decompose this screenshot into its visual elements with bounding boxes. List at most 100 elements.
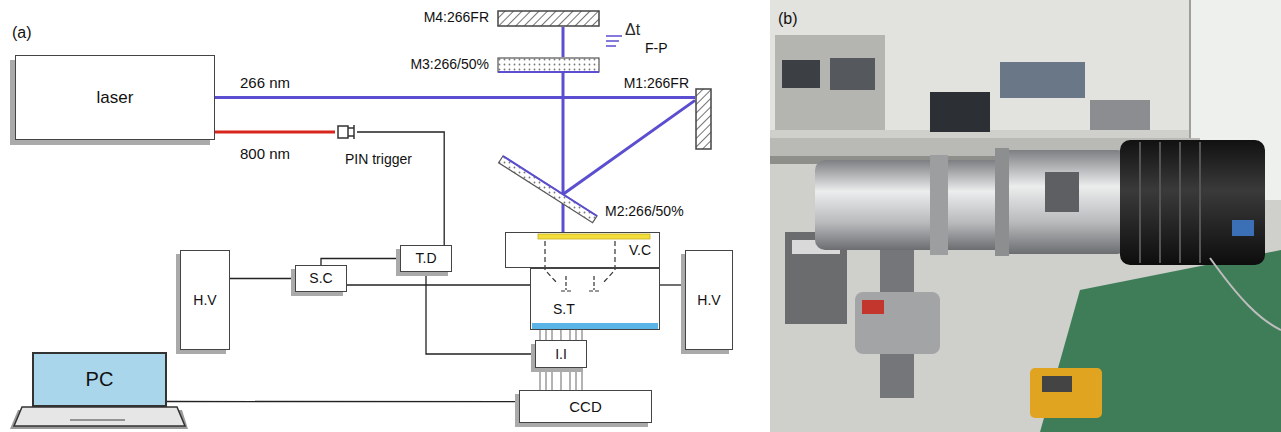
- delay-symbol: [606, 45, 616, 47]
- lab-photo: [1159, 142, 1161, 263]
- beam-splitter-shape: [498, 58, 599, 72]
- high-voltage-box: H.V: [685, 250, 733, 350]
- lab-photo: [775, 35, 885, 130]
- wavelength-label: 266 nm: [240, 74, 290, 91]
- lab-photo: [1090, 100, 1150, 130]
- node-label: M3:266/50%: [410, 56, 489, 72]
- etalon-label: F-P: [645, 40, 668, 56]
- panel-label: (a): [12, 24, 32, 42]
- pin-photodiode: PIN trigger: [335, 121, 357, 143]
- data-cable: [167, 401, 519, 402]
- node-label: M4:266FR: [424, 9, 489, 25]
- wavelength-label: 800 nm: [240, 145, 290, 162]
- beam-splitter-shape: [498, 71, 599, 73]
- lab-photo: [1030, 368, 1102, 418]
- laser-box: laser: [15, 55, 215, 140]
- fiber-coupling: [581, 368, 582, 390]
- streak-tube-drawing: [532, 323, 658, 329]
- trigger-beam: [215, 131, 335, 134]
- fiber-coupling: [545, 368, 546, 390]
- high-voltage-box: H.V: [180, 250, 230, 350]
- laser-beam: [562, 27, 565, 57]
- mirror: M4:266FR: [497, 10, 600, 27]
- node-label: S.C: [309, 270, 332, 286]
- laser-beam: [563, 100, 695, 194]
- delay-label: Δt: [625, 21, 640, 39]
- lab-photo: [815, 160, 1005, 250]
- lab-photo: [1042, 376, 1072, 392]
- node-label: T.D: [416, 250, 437, 266]
- laser-beam: [215, 96, 695, 99]
- beam-splitter-shape: [499, 156, 597, 223]
- node-label: H.V: [697, 292, 720, 308]
- streak-tube-drawing: [561, 276, 599, 291]
- signal-wire: [347, 284, 530, 285]
- fiber-coupling: [569, 368, 570, 390]
- node-label: PC: [86, 368, 114, 391]
- node-label: laser: [97, 88, 134, 108]
- lab-photo: [1000, 150, 1125, 254]
- fiber-coupling: [569, 330, 570, 340]
- fiber-coupling: [551, 368, 552, 390]
- fiber-coupling: [575, 330, 576, 340]
- node-label: S.T: [553, 301, 575, 317]
- fiber-coupling: [539, 368, 540, 390]
- scan-circuit-box: S.C: [295, 265, 347, 292]
- pin-photodiode-shape: [335, 121, 357, 143]
- pc-screen: PC: [32, 352, 167, 407]
- lab-photo: [930, 155, 948, 255]
- lab-photo: [830, 58, 875, 90]
- fiber-coupling: [551, 330, 552, 340]
- beam-splitter-shape: [497, 57, 600, 73]
- laptop-base: [14, 407, 185, 426]
- node-label: PIN trigger: [345, 151, 412, 167]
- lab-photo: [1000, 62, 1085, 98]
- lab-photo: [1199, 142, 1201, 263]
- delay-symbol: [606, 40, 619, 42]
- power-wire: [230, 278, 295, 279]
- fiber-coupling: [545, 330, 546, 340]
- node-label: H.V: [193, 292, 216, 308]
- lab-photo: [1045, 172, 1079, 212]
- lab-photo: [1139, 142, 1141, 263]
- vacuum-chamber: V.C: [505, 232, 660, 268]
- lab-photo: [770, 0, 1281, 432]
- streak-tube-box: S.T: [530, 268, 660, 330]
- lab-photo: [1232, 220, 1254, 236]
- mirror-shape: [695, 88, 712, 150]
- streak-tube-drawing: [532, 234, 658, 329]
- node-label: I.I: [555, 346, 567, 362]
- mirror-shape: [498, 11, 599, 26]
- delay-symbol: [606, 35, 622, 37]
- mirror-shape: [696, 89, 711, 149]
- beam-splitter: M2:266/50%: [497, 155, 600, 225]
- signal-wire: [426, 272, 535, 354]
- fiber-link: [560, 330, 561, 340]
- lab-photo: [1179, 142, 1181, 263]
- power-wire: [660, 284, 685, 285]
- pin-photodiode-shape: [338, 126, 348, 138]
- laser-beam: [562, 73, 565, 194]
- signal-wire: [357, 132, 444, 245]
- laptop-base: [70, 419, 125, 421]
- streak-tube-drawing: [545, 241, 615, 284]
- pin-photodiode-shape: [348, 125, 354, 139]
- fiber-coupling: [575, 368, 576, 390]
- lab-photo: [930, 92, 990, 132]
- lab-photo: [770, 0, 1281, 432]
- streak-tube-drawing: [538, 234, 650, 239]
- node-label: CCD: [569, 398, 602, 415]
- node-label: M2:266/50%: [605, 203, 684, 219]
- beam-splitter: M3:266/50%: [497, 57, 600, 73]
- lab-photo: [782, 60, 820, 88]
- lab-photo: [855, 292, 940, 354]
- panel-label: (b): [778, 10, 798, 28]
- fiber-link: [560, 368, 561, 390]
- fiber-coupling: [539, 330, 540, 340]
- lab-photo: [1120, 140, 1265, 265]
- lab-photo: [862, 300, 884, 314]
- lab-photo: [1140, 142, 1200, 263]
- beam-splitter-shape: [503, 156, 597, 216]
- lab-photo: [1210, 258, 1281, 330]
